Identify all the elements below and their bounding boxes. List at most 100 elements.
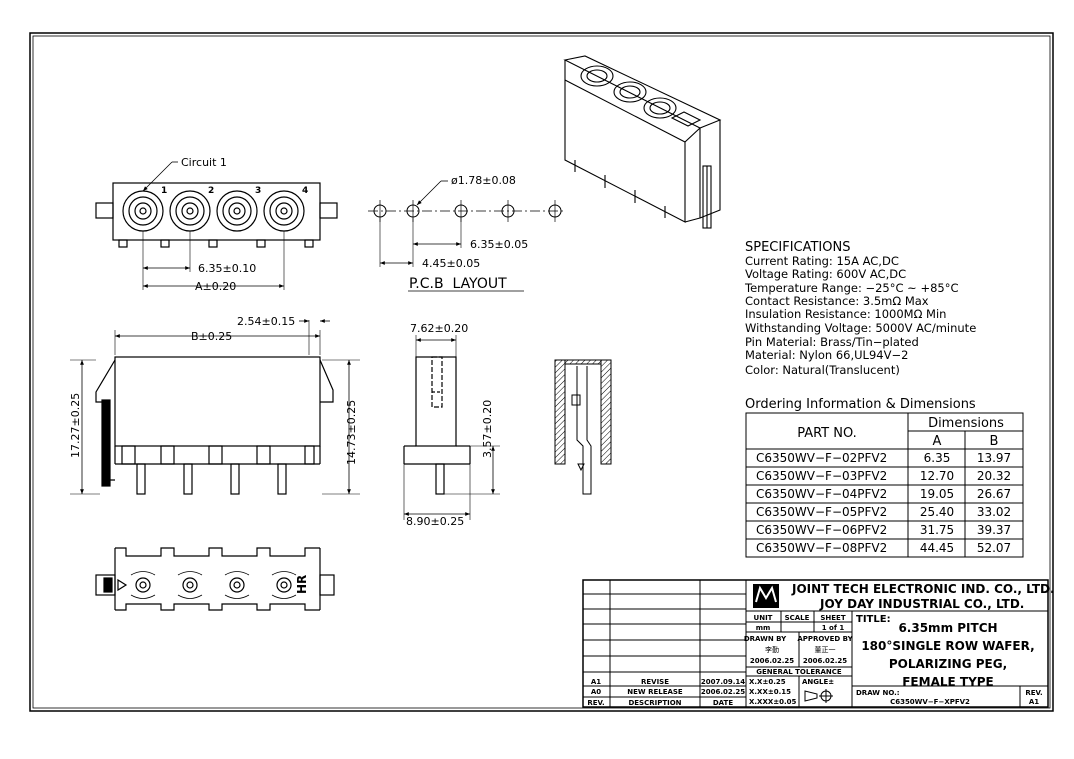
ordering-b-4: 33.02	[977, 505, 1011, 519]
drawn-by: 李勤	[765, 645, 779, 654]
title-line-2: 180°SINGLE ROW WAFER,	[861, 639, 1034, 653]
ordering-a-3: 19.05	[920, 487, 954, 501]
side-width-bottom: 8.90±0.25	[406, 515, 464, 528]
title-line-1: 6.35mm PITCH	[898, 621, 997, 635]
company-logo	[753, 584, 779, 608]
outer-border	[29, 32, 1054, 712]
date-header: DATE	[713, 699, 733, 707]
draw-no-label: DRAW NO.:	[856, 689, 900, 697]
approved-date: 2006.02.25	[803, 657, 847, 665]
ordering-part-2: C6350WV−F−03PFV2	[756, 469, 887, 483]
company-name-2: JOY DAY INDUSTRIAL CO., LTD.	[819, 597, 1024, 611]
spec-line-2: Voltage Rating: 600V AC,DC	[745, 267, 906, 281]
ordering-b-3: 26.67	[977, 487, 1011, 501]
ordering-b-5: 39.37	[977, 523, 1011, 537]
drawn-by-label: DRAWN BY	[744, 635, 787, 643]
spec-line-4: Contact Resistance: 3.5mΩ Max	[745, 294, 929, 308]
rev-label: REV.	[1025, 689, 1042, 697]
pin-number-2: 2	[208, 186, 214, 196]
bottom-view	[95, 547, 335, 611]
revision-1-date: 2007.09.14	[701, 678, 745, 686]
circuit-label: Circuit 1	[181, 156, 227, 169]
ordering-col-a: A	[933, 434, 942, 449]
title-label: TITLE:	[856, 614, 891, 625]
sheet-value: 1 of 1	[822, 624, 845, 632]
revision-2-date: 2006.02.25	[701, 688, 745, 696]
revision-1-rev: A1	[591, 678, 601, 686]
pin-socket-4	[263, 190, 305, 232]
ordering-dims-header: Dimensions	[928, 416, 1004, 431]
front-height-right: 14.73±0.25	[345, 400, 358, 465]
side-height-dim: 3.57±0.20	[481, 400, 494, 458]
spec-line-3: Temperature Range: −25°C ~ +85°C	[744, 281, 959, 295]
pin-number-1: 1	[161, 186, 167, 196]
top-view	[95, 161, 338, 290]
pin-socket-2	[169, 190, 211, 232]
ordering-a-2: 12.70	[920, 469, 954, 483]
ordering-part-1: C6350WV−F−02PFV2	[756, 451, 887, 465]
front-254-dim: 2.54±0.15	[237, 315, 295, 328]
ordering-a-5: 31.75	[920, 523, 954, 537]
pcb-hole-4	[501, 200, 515, 222]
tolerance-label: GENERAL TOLERANCE	[756, 668, 842, 676]
side-view	[403, 335, 500, 520]
unit-label: UNIT	[754, 614, 773, 622]
revision-2-rev: A0	[591, 688, 601, 696]
ordering-a-6: 44.45	[920, 541, 954, 555]
pcb-layout	[368, 180, 565, 292]
pcb-hole-dia: ø1.78±0.08	[451, 174, 516, 187]
ordering-rows: C6350WV−F−02PFV2 6.35 13.97 C6350WV−F−03…	[756, 451, 1011, 555]
spec-line-5: Insulation Resistance: 1000MΩ Min	[745, 307, 946, 321]
approved-by-label: APPROVED BY	[797, 635, 853, 643]
spec-line-7: Pin Material: Brass/Tin−plated	[745, 335, 919, 349]
ordering-part-5: C6350WV−F−06PFV2	[756, 523, 887, 537]
pcb-offset-dim: 4.45±0.05	[422, 257, 480, 270]
top-a-dim: A±0.20	[195, 280, 236, 293]
top-pitch-dim: 6.35±0.10	[198, 262, 256, 275]
ordering-b-6: 52.07	[977, 541, 1011, 555]
approved-by: 董正一	[815, 645, 836, 654]
ordering-table	[745, 412, 1024, 558]
side-width-top: 7.62±0.20	[410, 322, 468, 335]
angle-symbol	[804, 689, 833, 703]
title-line-3: POLARIZING PEG,	[889, 657, 1007, 671]
pcb-hole-5	[548, 200, 562, 222]
drawn-date: 2006.02.25	[750, 657, 794, 665]
section-view	[554, 359, 612, 495]
ordering-a-4: 25.40	[920, 505, 954, 519]
ordering-part-header: PART NO.	[797, 426, 857, 441]
ordering-col-b: B	[990, 434, 999, 449]
rev-header: REV.	[587, 699, 604, 707]
pin-number-3: 3	[255, 186, 261, 196]
spec-heading: SPECIFICATIONS	[745, 240, 850, 255]
tolerance-3: X.XXX±0.05	[749, 698, 797, 706]
unit-value: mm	[756, 624, 771, 632]
tolerance-2: X.XX±0.15	[749, 688, 791, 696]
pcb-pitch-dim: 6.35±0.05	[470, 238, 528, 251]
pcb-layout-title: P.C.B LAYOUT	[409, 276, 507, 292]
rev-value: A1	[1029, 698, 1039, 706]
spec-line-8: Material: Nylon 66,UL94V−2	[745, 348, 908, 362]
ordering-heading: Ordering Information & Dimensions	[745, 397, 976, 412]
ordering-a-1: 6.35	[924, 451, 951, 465]
inner-border	[32, 35, 1051, 709]
desc-header: DESCRIPTION	[628, 699, 681, 707]
pin-socket-3	[216, 190, 258, 232]
ordering-part-3: C6350WV−F−04PFV2	[756, 487, 887, 501]
revision-2-desc: NEW RELEASE	[627, 688, 683, 696]
title-line-4: FEMALE TYPE	[902, 675, 994, 689]
pin-socket-1	[122, 190, 164, 232]
front-view	[70, 319, 360, 495]
scale-label: SCALE	[785, 614, 810, 622]
revision-1-desc: REVISE	[641, 678, 669, 686]
bottom-mark: HR	[295, 575, 309, 594]
front-b-dim: B±0.25	[191, 330, 232, 343]
front-height-left: 17.27±0.25	[69, 393, 82, 458]
ordering-part-6: C6350WV−F−08PFV2	[756, 541, 887, 555]
title-block-grid	[582, 579, 1049, 708]
angle-label: ANGLE±	[802, 678, 834, 686]
spec-line-1: Current Rating: 15A AC,DC	[745, 254, 899, 268]
ordering-b-2: 20.32	[977, 469, 1011, 483]
tolerance-1: X.X±0.25	[749, 678, 786, 686]
sheet-label: SHEET	[820, 614, 845, 622]
